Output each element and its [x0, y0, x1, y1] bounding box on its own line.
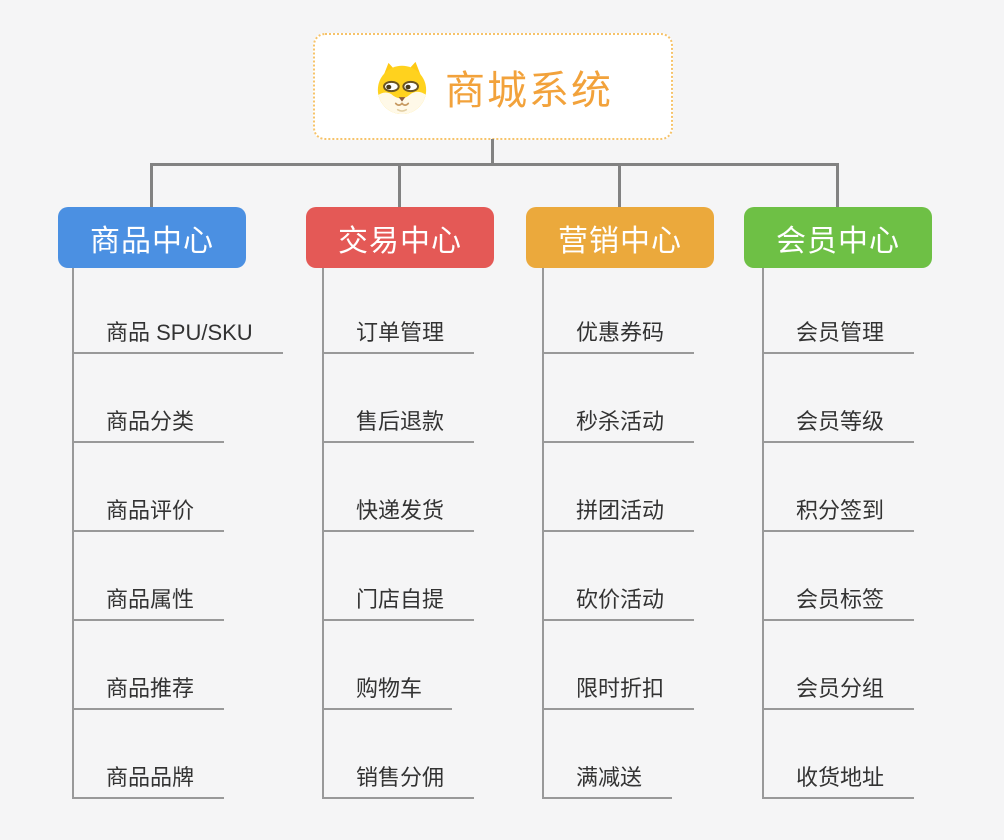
leaf-node[interactable]: 订单管理	[322, 318, 475, 354]
column-spine	[762, 268, 764, 799]
branch-node-marketing-center[interactable]: 营销中心	[526, 207, 714, 268]
leaf-node[interactable]: 限时折扣	[542, 674, 695, 710]
leaf-node[interactable]: 门店自提	[322, 585, 475, 621]
leaf-node[interactable]: 商品品牌	[72, 763, 225, 799]
leaf-node[interactable]: 会员标签	[762, 585, 915, 621]
leaf-node[interactable]: 积分签到	[762, 496, 915, 532]
branch-connector-stub	[150, 164, 153, 208]
column-spine	[542, 268, 544, 799]
leaf-node[interactable]: 拼团活动	[542, 496, 695, 532]
column-spine	[322, 268, 324, 799]
leaf-node[interactable]: 售后退款	[322, 407, 475, 443]
branch-node-trade-center[interactable]: 交易中心	[306, 207, 494, 268]
root-connector-stem	[491, 139, 494, 165]
leaf-node[interactable]: 商品 SPU/SKU	[72, 318, 283, 354]
leaf-node[interactable]: 优惠券码	[542, 318, 695, 354]
branch-connector-rail	[150, 163, 839, 166]
leaf-node[interactable]: 收货地址	[762, 763, 915, 799]
leaf-node[interactable]: 商品属性	[72, 585, 225, 621]
branch-connector-stub	[398, 164, 401, 208]
column-spine	[72, 268, 74, 799]
leaf-node[interactable]: 快递发货	[322, 496, 475, 532]
leaf-node[interactable]: 满减送	[542, 763, 673, 799]
leaf-node[interactable]: 砍价活动	[542, 585, 695, 621]
branch-node-product-center[interactable]: 商品中心	[58, 207, 246, 268]
leaf-node[interactable]: 会员管理	[762, 318, 915, 354]
dog-face-icon	[373, 59, 431, 115]
leaf-node[interactable]: 会员分组	[762, 674, 915, 710]
branch-connector-stub	[618, 164, 621, 208]
leaf-node[interactable]: 商品评价	[72, 496, 225, 532]
leaf-node[interactable]: 秒杀活动	[542, 407, 695, 443]
leaf-node[interactable]: 商品推荐	[72, 674, 225, 710]
leaf-node[interactable]: 销售分佣	[322, 763, 475, 799]
leaf-node[interactable]: 购物车	[322, 674, 453, 710]
root-title: 商城系统	[445, 68, 613, 113]
leaf-node[interactable]: 商品分类	[72, 407, 225, 443]
branch-connector-stub	[836, 164, 839, 208]
branch-node-member-center[interactable]: 会员中心	[744, 207, 932, 268]
leaf-node[interactable]: 会员等级	[762, 407, 915, 443]
root-node[interactable]: 商城系统	[313, 33, 673, 140]
